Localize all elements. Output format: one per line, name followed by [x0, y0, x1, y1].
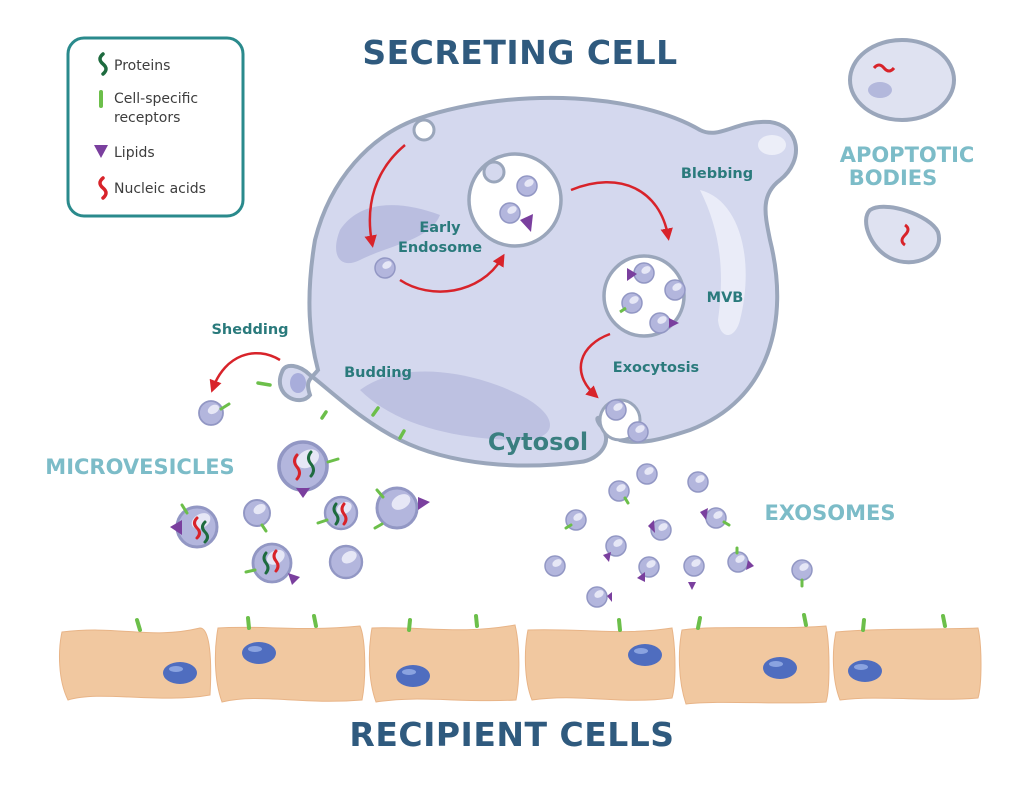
nucleic-acid-icon	[900, 223, 910, 247]
membrane-receptors	[256, 381, 406, 440]
label-exocytosis: Exocytosis	[613, 360, 699, 376]
endosome-vesicle	[499, 202, 521, 224]
legend-box	[66, 36, 245, 218]
secreting-cell	[256, 95, 798, 468]
cytoplasm-fold	[336, 205, 440, 264]
nucleic-acid-icon	[872, 63, 896, 73]
legend-label-proteins: Proteins	[114, 58, 170, 74]
exocytosis-vesicle	[627, 421, 649, 443]
apoptotic-body-large	[848, 38, 956, 122]
microvesicle	[375, 486, 419, 530]
arrow-shedding	[209, 351, 281, 393]
microvesicle	[328, 544, 364, 580]
endocytic-pit	[412, 118, 436, 142]
recipient-cell	[678, 613, 830, 705]
legend-label-receptors-1: Cell-specific	[114, 91, 198, 107]
recipient-cell	[832, 614, 982, 701]
lipid-icon	[669, 318, 679, 328]
bleb-highlight	[758, 135, 786, 155]
mvb-exosome	[633, 262, 655, 284]
legend-label-receptors-2: receptors	[114, 110, 180, 126]
nucleic-acid-strand-icon	[98, 176, 108, 200]
label-apoptotic-2: BODIES	[849, 166, 938, 190]
microvesicle	[198, 400, 224, 426]
microvesicle	[277, 440, 329, 492]
legend-label-nucleic-acids: Nucleic acids	[114, 181, 206, 197]
arrow-to-mvb	[570, 181, 673, 241]
legend: Proteins Cell-specific receptors Lipids …	[66, 36, 245, 218]
label-early-endosome-1: Early	[419, 220, 461, 236]
label-budding: Budding	[344, 365, 412, 381]
recipient-cell	[368, 614, 520, 703]
pathway-arrows	[209, 144, 673, 399]
legend-label-lipids: Lipids	[114, 145, 155, 161]
mvb-exosome	[664, 279, 686, 301]
label-blebbing: Blebbing	[681, 166, 753, 182]
exocytosis-vesicle	[605, 399, 627, 421]
apoptotic-bodies	[848, 38, 956, 265]
recipient-cell	[214, 614, 366, 703]
apoptotic-body-fragment	[868, 82, 892, 98]
incoming-vesicle	[374, 257, 396, 279]
arrow-to-early-endosome	[399, 253, 505, 293]
microvesicle	[251, 542, 293, 584]
arrow-exocytosis	[579, 332, 611, 399]
protein-strand-icon	[98, 52, 108, 76]
label-early-endosome-2: Endosome	[398, 240, 482, 256]
title-secreting-cell: SECRETING CELL	[362, 33, 677, 72]
cell-highlight	[700, 190, 746, 335]
title-recipient-cells: RECIPIENT CELLS	[349, 715, 674, 754]
label-cytosol: Cytosol	[488, 428, 588, 456]
microvesicle	[323, 495, 359, 531]
arrow-endocytosis	[364, 144, 406, 248]
recipient-cells	[59, 613, 982, 705]
label-shedding: Shedding	[211, 322, 288, 338]
label-exosomes: EXOSOMES	[765, 501, 896, 525]
exosomes	[544, 463, 813, 608]
apoptotic-body-small	[864, 204, 942, 265]
bud-inner	[290, 373, 306, 393]
label-apoptotic-1: APOPTOTIC	[840, 143, 975, 167]
recipient-cell	[524, 618, 676, 701]
label-microvesicles: MICROVESICLES	[45, 455, 234, 479]
early-endosome	[467, 152, 563, 248]
microvesicles	[170, 400, 430, 585]
endosome-invagination	[482, 160, 506, 184]
endosome-vesicle	[516, 175, 538, 197]
cytoplasm-fold	[360, 371, 550, 440]
microvesicle	[243, 499, 271, 527]
mvb-exosome	[649, 312, 671, 334]
recipient-cell	[59, 618, 212, 701]
lipid-icon	[627, 268, 637, 281]
lipid-triangle-icon	[94, 145, 108, 158]
receptor-icon	[619, 306, 627, 314]
label-mvb: MVB	[707, 290, 744, 306]
lipid-icon	[520, 214, 533, 232]
